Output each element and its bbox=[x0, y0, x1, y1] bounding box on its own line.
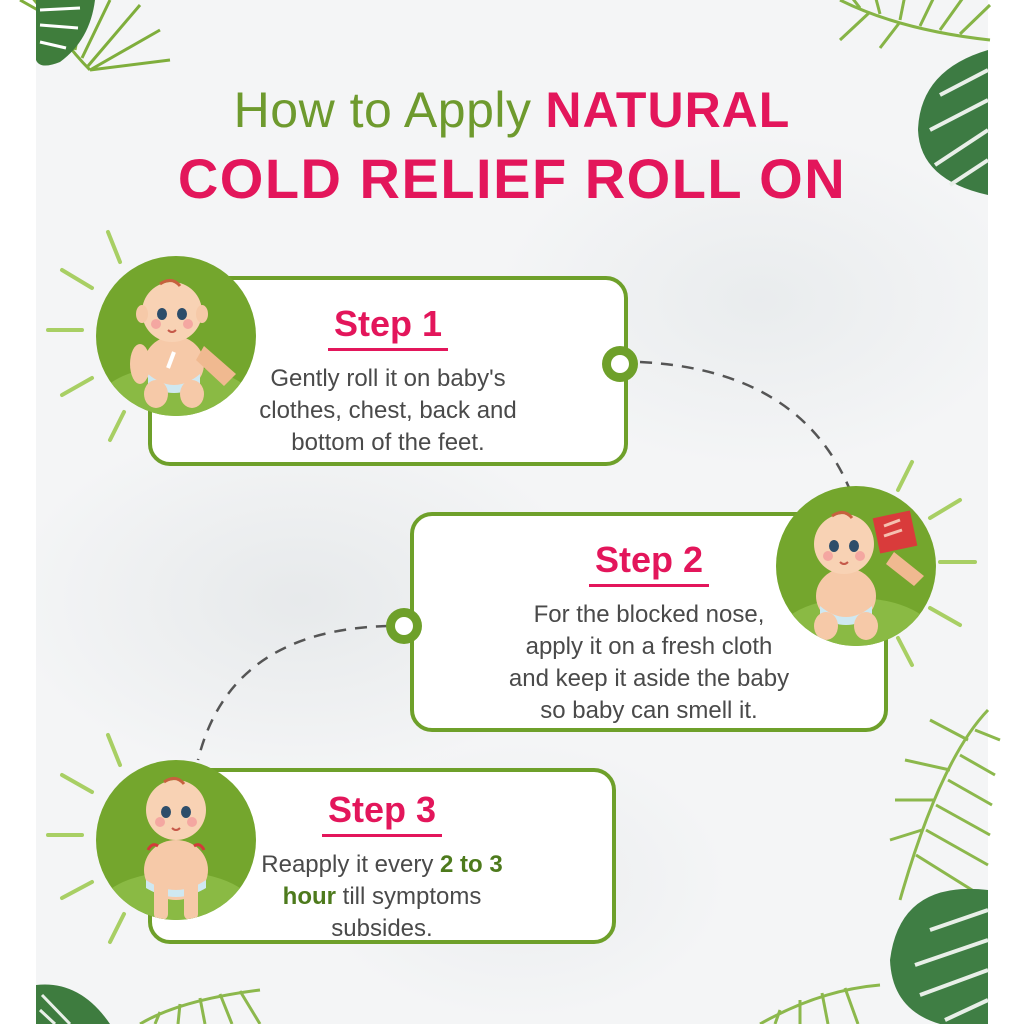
step-3-highlight: 2 to 3 bbox=[440, 851, 503, 878]
baby-illustration-icon bbox=[776, 510, 936, 646]
connector-node bbox=[602, 346, 638, 382]
monstera-leaf-icon bbox=[36, 984, 110, 1024]
title-accent: NATURAL bbox=[545, 82, 791, 138]
monstera-leaf-icon bbox=[918, 50, 990, 195]
title-lead: How to Apply bbox=[233, 82, 532, 138]
step-3-text: till symptoms bbox=[335, 883, 482, 910]
connector-node bbox=[386, 608, 422, 644]
step-2-baby-badge bbox=[776, 486, 936, 646]
palm-leaf-icon bbox=[759, 983, 881, 1024]
sun-ray-icon bbox=[46, 230, 126, 442]
monstera-leaf-icon bbox=[36, 0, 95, 66]
step-1-baby-badge bbox=[96, 256, 256, 416]
step-3-highlight: hour bbox=[282, 883, 336, 910]
step-3-line: Reapply it every 2 to 3 bbox=[152, 849, 612, 881]
palm-leaf-icon bbox=[139, 988, 262, 1024]
sun-ray-icon bbox=[46, 733, 126, 944]
monstera-leaf-icon bbox=[890, 888, 989, 1024]
baby-illustration-icon bbox=[96, 279, 256, 416]
step-3-text: Reapply it every bbox=[261, 851, 441, 878]
step-2-line: For the blocked nose, bbox=[533, 601, 765, 628]
step-3-description: Reapply it every 2 to 3 hour till sympto… bbox=[152, 849, 612, 945]
baby-illustration-icon bbox=[96, 777, 256, 920]
step-2-label: Step 2 bbox=[588, 540, 710, 587]
dashed-connector-1-2 bbox=[639, 360, 852, 491]
right-border-strip bbox=[988, 0, 1024, 1024]
step-1-label: Step 1 bbox=[327, 304, 449, 351]
step-3-label: Step 3 bbox=[321, 790, 443, 837]
step-1-line: clothes, chest, back and bbox=[259, 397, 517, 424]
step-3-line: subsides. bbox=[331, 915, 433, 942]
palm-leaf-icon bbox=[838, 0, 992, 49]
step-1-line: Gently roll it on baby's bbox=[270, 365, 506, 392]
step-2-line: apply it on a fresh cloth bbox=[525, 633, 773, 660]
step-1-description: Gently roll it on baby's clothes, chest,… bbox=[152, 363, 624, 459]
page-title-line1: How to Apply NATURAL bbox=[0, 80, 1024, 140]
step-2-description: For the blocked nose, apply it on a fres… bbox=[414, 599, 884, 727]
step-2-line: so baby can smell it. bbox=[540, 697, 758, 724]
step-2-line: and keep it aside the baby bbox=[508, 665, 790, 692]
palm-leaf-icon bbox=[889, 708, 1001, 901]
step-3-baby-badge bbox=[96, 760, 256, 920]
dashed-connector-2-3 bbox=[196, 624, 389, 761]
step-1-line: bottom of the feet. bbox=[291, 429, 485, 456]
step-3-line: hour till symptoms bbox=[152, 881, 612, 913]
left-border-strip bbox=[0, 0, 36, 1024]
page-title-line2: COLD RELIEF ROLL ON bbox=[177, 147, 847, 210]
